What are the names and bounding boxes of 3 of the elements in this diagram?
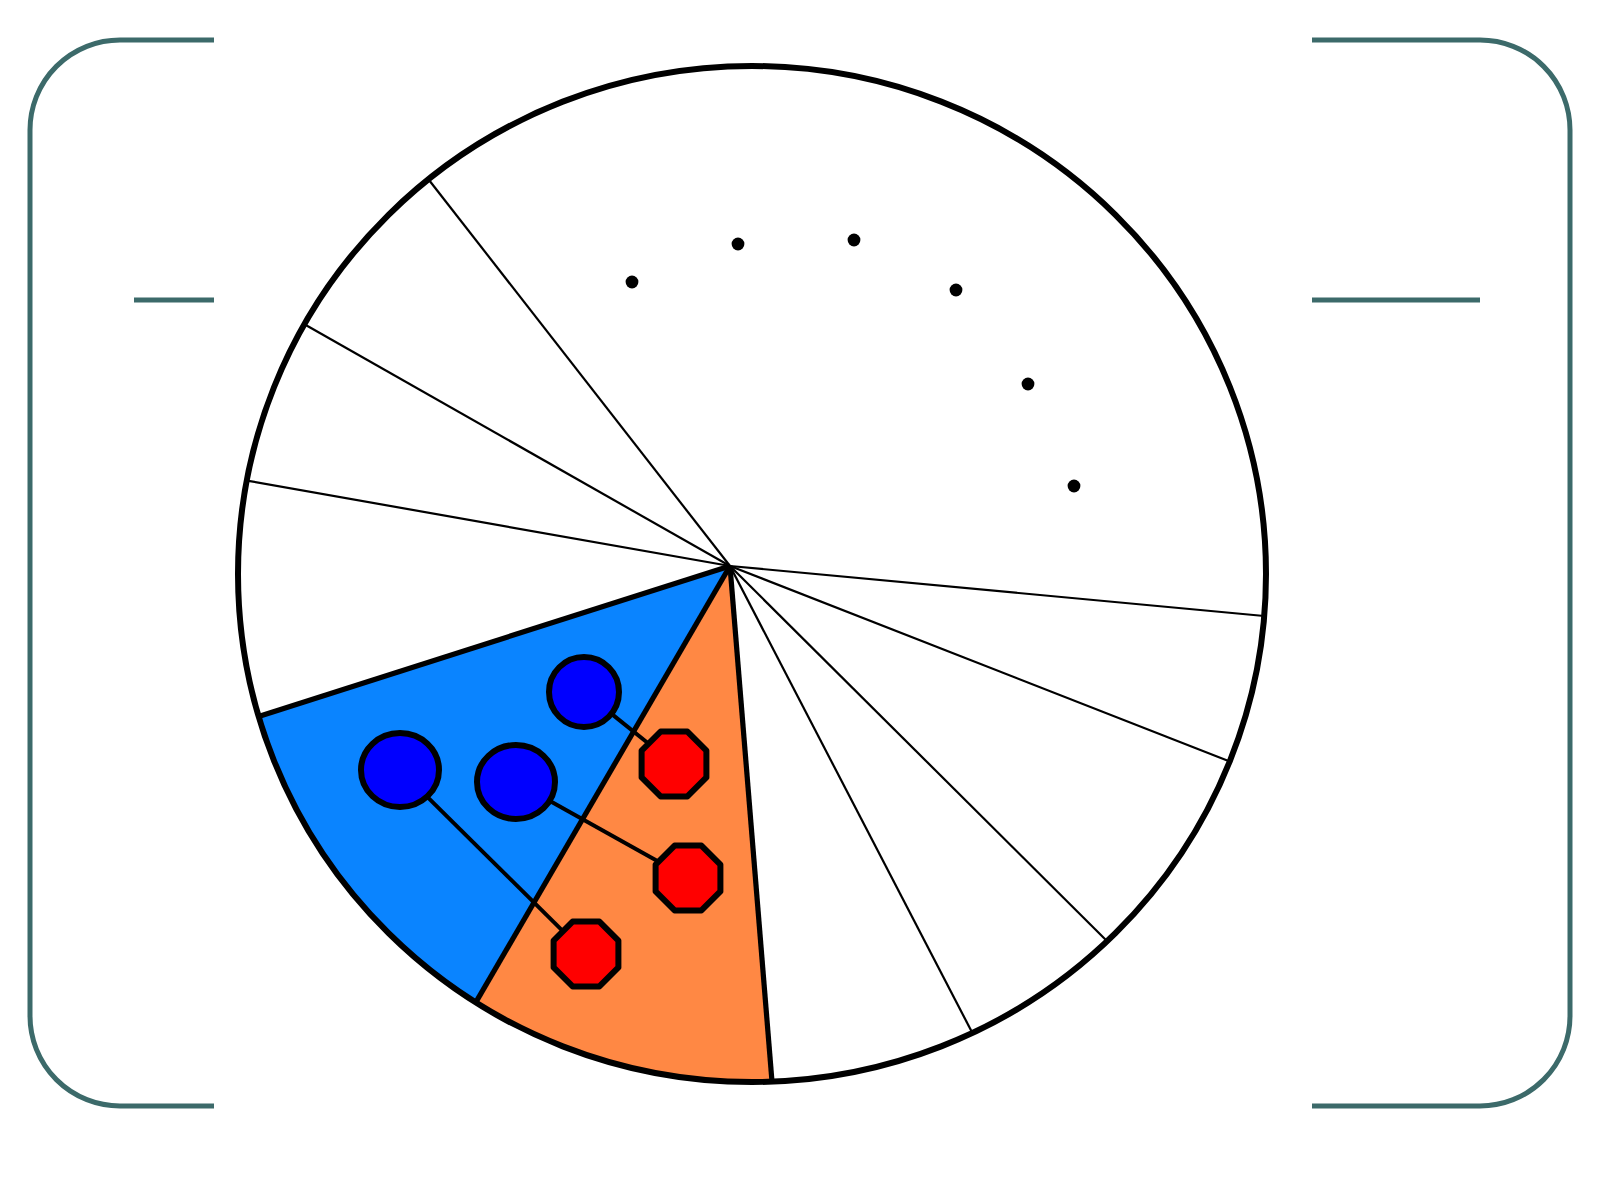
connector-line bbox=[426, 795, 564, 933]
connector-line bbox=[549, 799, 659, 863]
connector-line bbox=[610, 712, 650, 745]
